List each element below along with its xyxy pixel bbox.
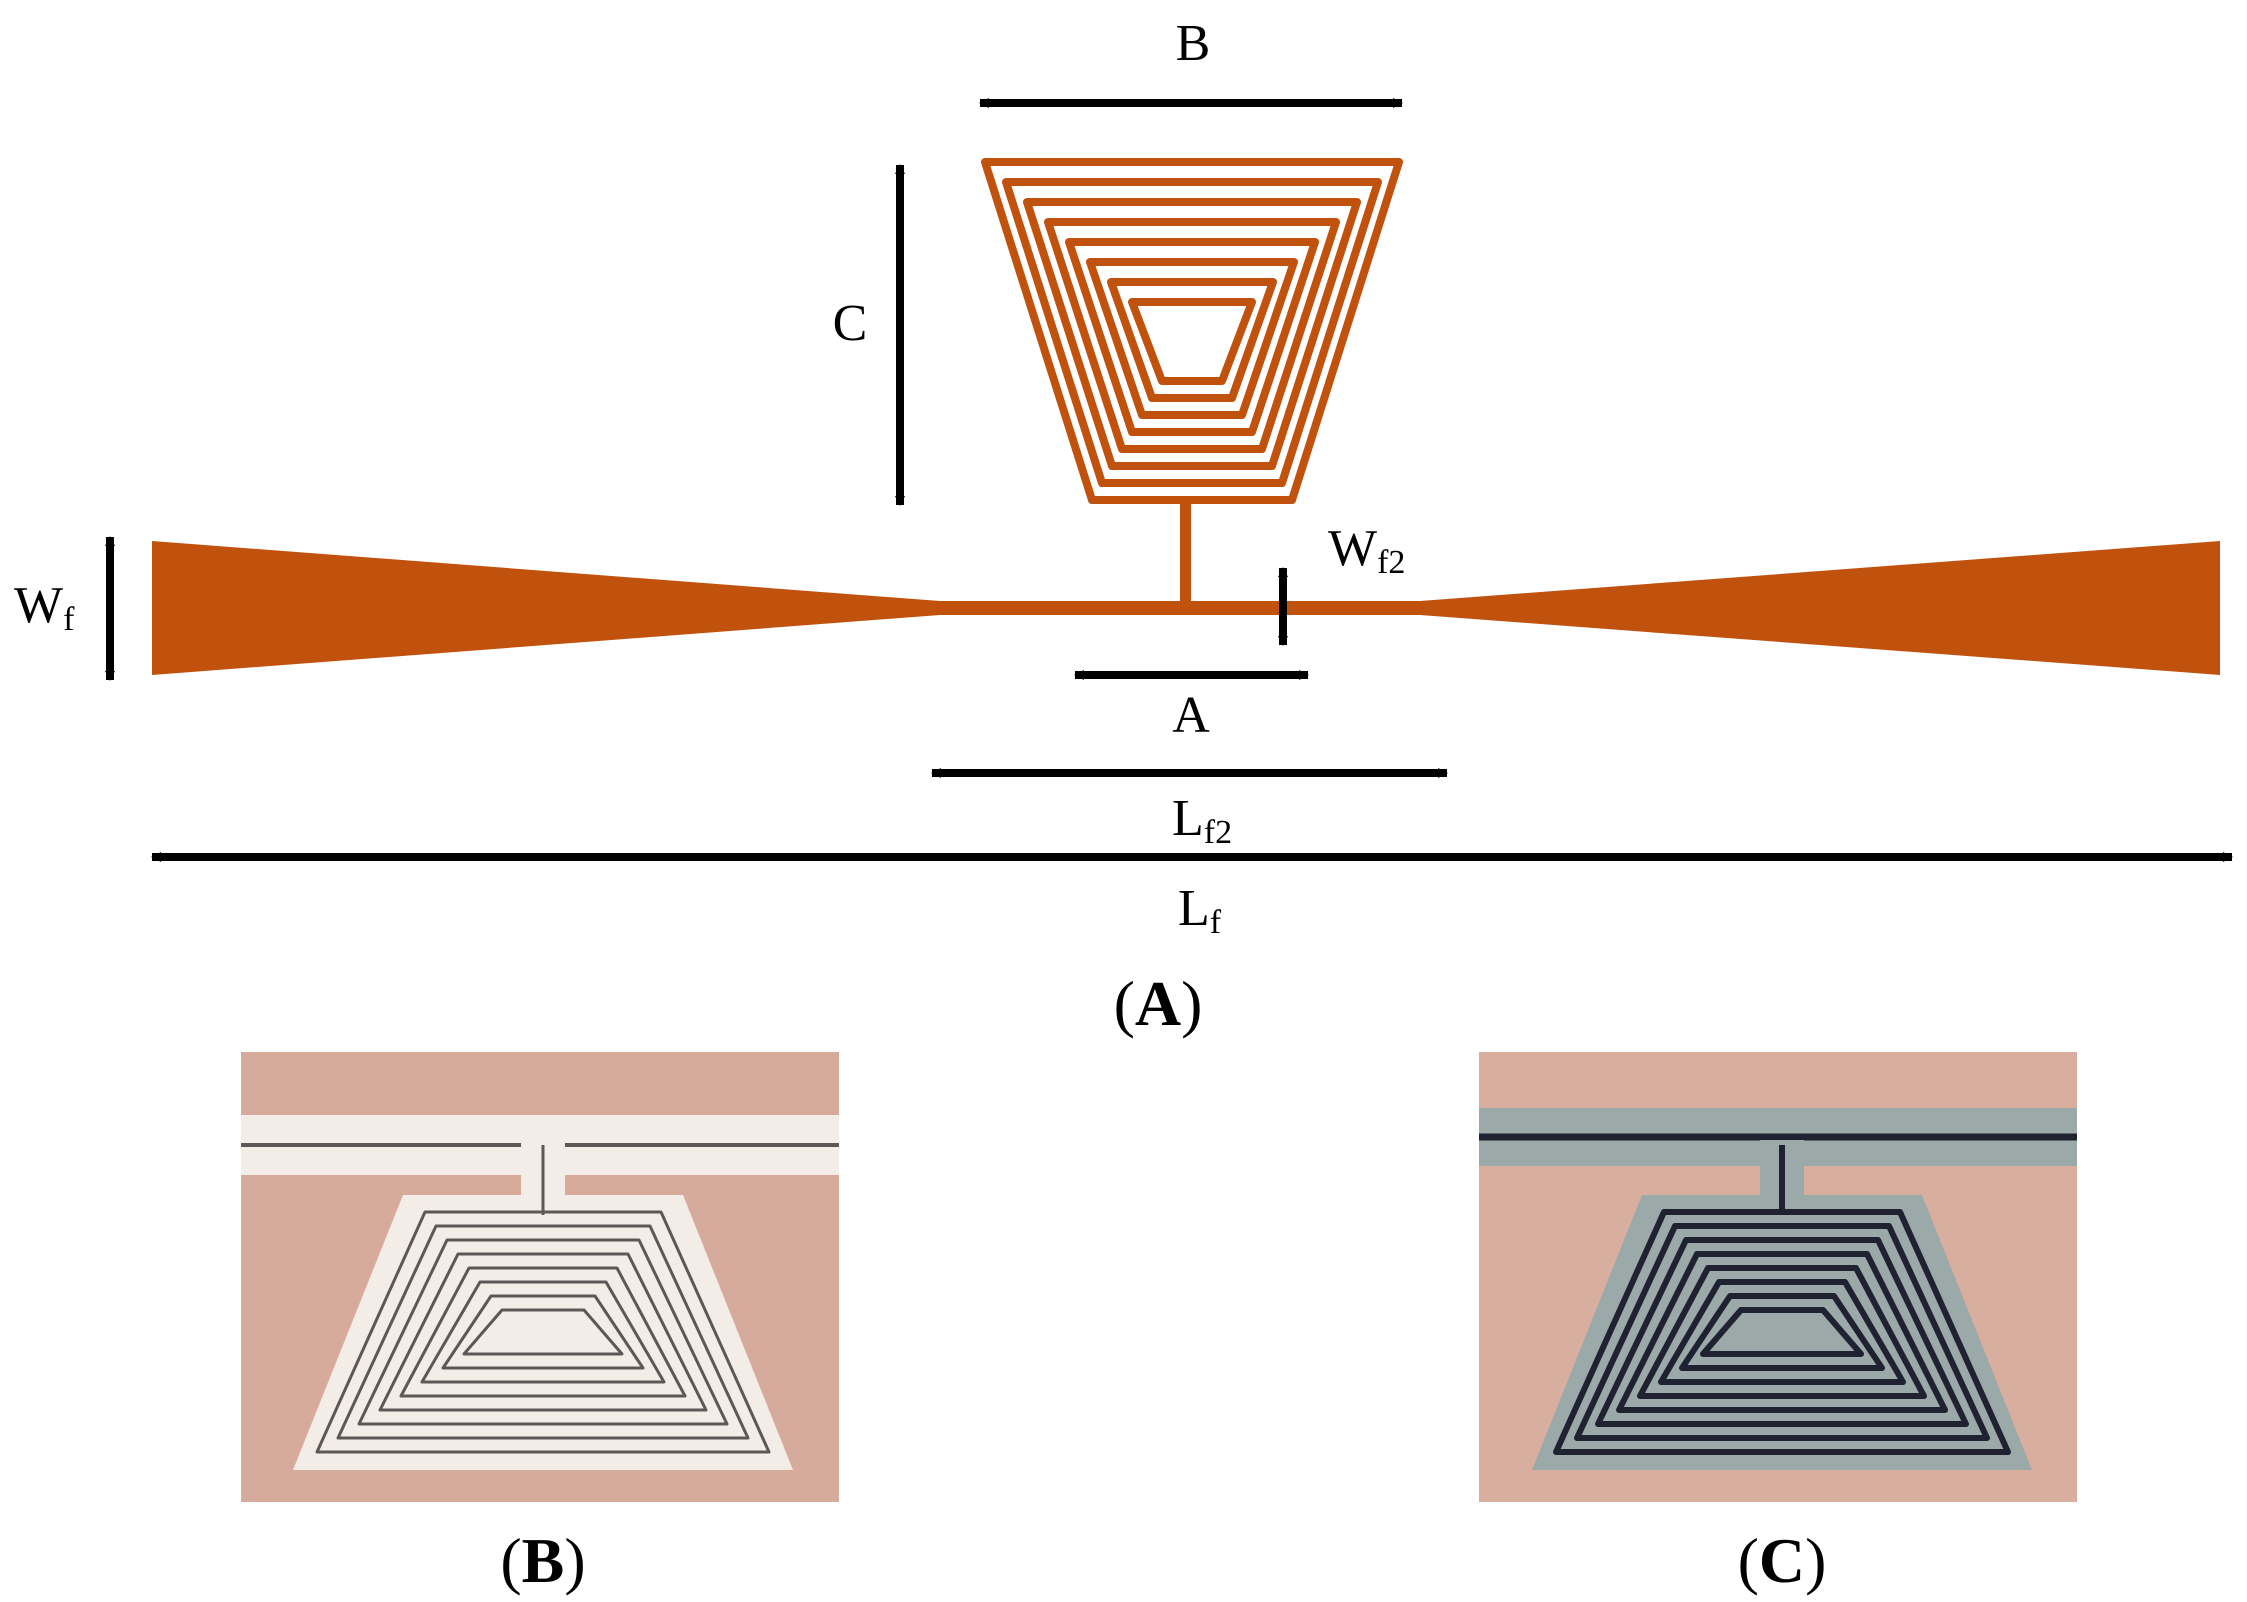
photo-b-spiral-ring [462,1308,624,1356]
caption-c-letter: C [1759,1525,1805,1596]
right-taper [1420,541,2220,675]
photo-c-spiral [1532,1140,2032,1470]
spiral-a-ring [1044,218,1340,453]
label-lf-main: L [1178,880,1210,937]
photo-b-spiral-ring [315,1210,771,1454]
label-wf-main: W [14,577,63,634]
label-lf: Lf [1178,880,1222,941]
photo-b-spiral-ring [441,1294,645,1370]
panel-b-photo: (B) [241,1052,839,1596]
photo-b-spiral-ring [420,1280,666,1384]
spiral-a-ring [981,158,1403,504]
photo-b-spiral [293,1140,793,1470]
label-lf-sub: f [1210,904,1222,941]
caption-c-close: ) [1805,1525,1826,1596]
label-a: A [1172,687,1210,744]
label-lf2-sub: f2 [1204,814,1232,851]
caption-a-close: ) [1181,968,1202,1039]
spiral-a-ring [1002,178,1382,487]
panel-c-photo: (C) [1479,1052,2077,1596]
spiral-a-ring [1065,238,1319,436]
spiral-a-ring [1128,298,1256,385]
label-wf-sub: f [63,601,75,638]
caption-b: (B) [500,1525,585,1596]
photo-c-spiral-ring [1616,1251,1948,1413]
caption-a-open: ( [1114,968,1135,1039]
photo-c-spiral-ring [1595,1237,1969,1427]
photo-c-spiral-ring [1637,1265,1927,1399]
photo-c-spiral-ring [1553,1209,2011,1455]
photo-b-spiral-ring [378,1252,708,1412]
caption-a: (A) [1114,968,1203,1039]
left-taper [152,541,940,675]
photo-c-spiral-ring [1679,1293,1885,1371]
spiral-a-ring [1023,198,1361,470]
label-wf2: Wf2 [1328,520,1405,581]
caption-c: (C) [1738,1525,1827,1596]
caption-c-open: ( [1738,1525,1759,1596]
trapezoid-spiral [981,158,1403,504]
photo-c-spiral-ring [1700,1307,1864,1357]
spiral-connector [1180,500,1191,610]
spiral-a-ring [1086,258,1298,419]
label-lf2-main: L [1172,790,1204,847]
label-wf: Wf [14,577,75,638]
label-c: C [833,295,868,352]
caption-b-close: ) [564,1525,585,1596]
label-lf2: Lf2 [1172,790,1232,851]
label-wf2-main: W [1328,520,1377,577]
spiral-a-ring [1107,278,1277,402]
photo-b-spiral-ring [399,1266,687,1398]
caption-b-letter: B [522,1525,565,1596]
photo-c-spiral-ring [1658,1279,1906,1385]
caption-a-letter: A [1135,968,1181,1039]
caption-b-open: ( [500,1525,521,1596]
photo-b-spiral-ring [336,1224,750,1440]
photo-c-spiral-ring [1574,1223,1990,1441]
label-wf2-sub: f2 [1377,544,1405,581]
panel-a-schematic: B C A Wf Wf2 Lf2 Lf (A) [14,15,2233,1039]
label-b: B [1176,15,1211,72]
photo-b-spiral-ring [357,1238,729,1426]
